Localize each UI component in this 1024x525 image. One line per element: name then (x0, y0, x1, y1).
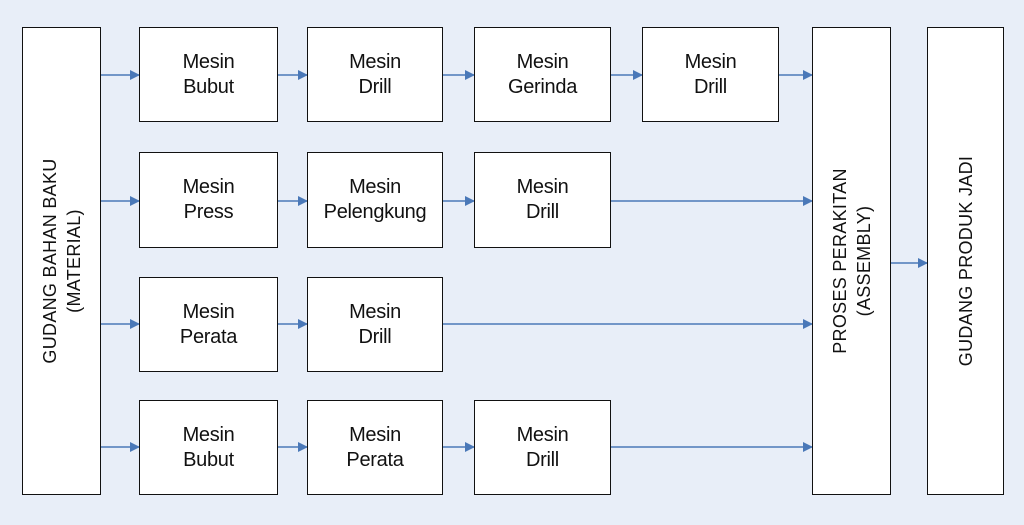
machine-label-line1: Mesin (182, 300, 235, 323)
machine-label-line2: Gerinda (507, 75, 578, 98)
machine-label-line2: Bubut (183, 75, 234, 98)
finished-goods-warehouse-label: GUDANG PRODUK JADI (954, 156, 978, 366)
machine-label-line2: Press (183, 201, 234, 223)
assembly-process-label: PROSES PERAKITAN (ASSEMBLY) (828, 168, 876, 354)
machine-box-row1-1: Mesin Bubut (139, 27, 278, 122)
assembly-process-box: PROSES PERAKITAN (ASSEMBLY) (812, 27, 891, 495)
raw-material-warehouse-box: GUDANG BAHAN BAKU (MATERIAL) (22, 27, 101, 495)
raw-material-warehouse-title: GUDANG BAHAN BAKU (39, 158, 60, 364)
raw-material-warehouse-subtitle: (MATERIAL) (63, 209, 84, 313)
machine-label-line1: Mesin (349, 176, 401, 198)
machine-label-line1: Mesin (349, 423, 401, 446)
machine-label-line2: Perata (346, 448, 404, 471)
machine-label-line2: Drill (526, 201, 559, 223)
machine-box-row4-2: Mesin Perata (307, 400, 443, 495)
machine-label-line2: Perata (179, 325, 238, 348)
machine-box-row4-1: Mesin Bubut (139, 400, 278, 495)
assembly-process-subtitle: (ASSEMBLY) (853, 205, 874, 317)
machine-label-line2: Drill (694, 75, 727, 98)
machine-box-row2-1: Mesin Press (139, 152, 278, 248)
machine-box-row2-3: Mesin Drill (474, 152, 611, 248)
machine-box-row2-2: Mesin Pelengkung (307, 152, 443, 248)
finished-goods-warehouse-box: GUDANG PRODUK JADI (927, 27, 1004, 495)
machine-label-line1: Mesin (516, 423, 569, 446)
machine-label-line1: Mesin (182, 50, 235, 73)
machine-box-row1-3: Mesin Gerinda (474, 27, 611, 122)
machine-label-line2: Drill (358, 75, 392, 98)
machine-box-row1-4: Mesin Drill (642, 27, 779, 122)
machine-box-row1-2: Mesin Drill (307, 27, 443, 122)
machine-box-row3-1: Mesin Perata (139, 277, 278, 372)
machine-label-line2: Drill (526, 448, 559, 471)
machine-label-line1: Mesin (684, 50, 737, 73)
machine-label-line2: Pelengkung (323, 201, 427, 223)
machine-box-row3-2: Mesin Drill (307, 277, 443, 372)
machine-label-line1: Mesin (182, 423, 235, 446)
machine-label-line1: Mesin (516, 176, 569, 198)
finished-goods-warehouse-title: GUDANG PRODUK JADI (955, 155, 976, 367)
machine-label-line2: Bubut (183, 448, 234, 471)
machine-box-row4-3: Mesin Drill (474, 400, 611, 495)
machine-label-line1: Mesin (516, 50, 569, 73)
machine-label-line2: Drill (358, 325, 392, 348)
machine-label-line1: Mesin (349, 300, 401, 323)
raw-material-warehouse-label: GUDANG BAHAN BAKU (MATERIAL) (38, 158, 86, 363)
machine-label-line1: Mesin (349, 50, 401, 73)
assembly-process-title: PROSES PERAKITAN (829, 168, 850, 354)
machine-label-line1: Mesin (182, 176, 235, 198)
